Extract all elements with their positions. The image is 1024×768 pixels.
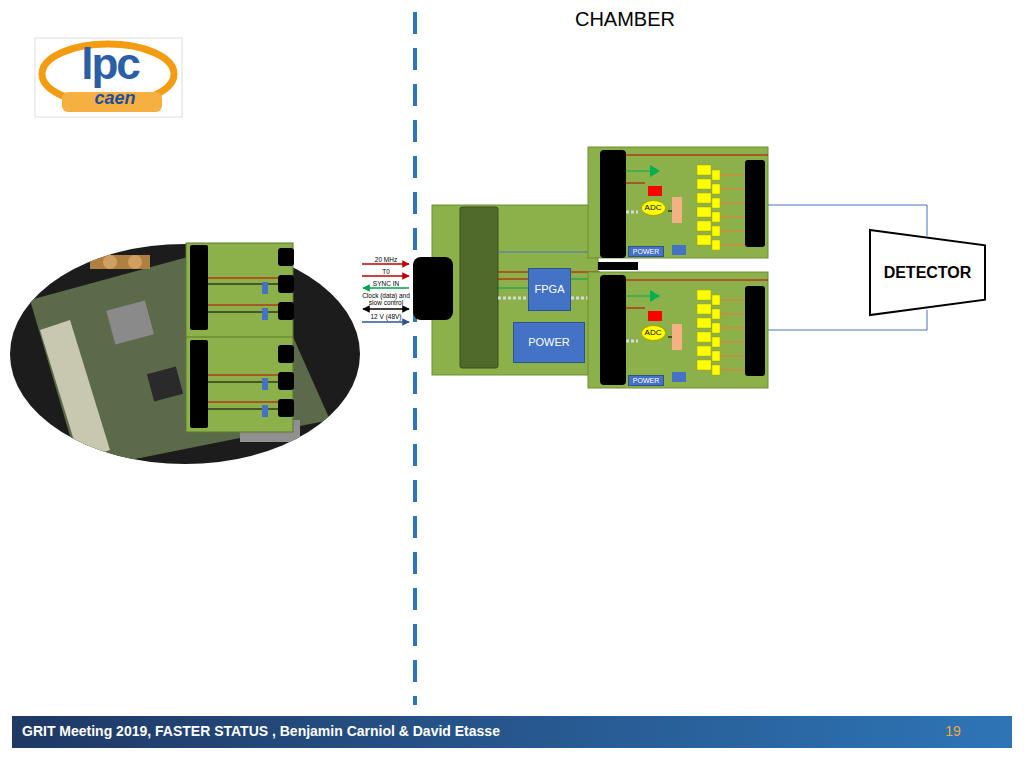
adc-board: [588, 147, 768, 258]
adc-board: [588, 272, 768, 388]
adc-circle: ADC: [641, 200, 666, 216]
logo-text: caen: [70, 89, 160, 109]
node-text: ADC: [645, 329, 662, 338]
footer-text: GRIT Meeting 2019, FASTER STATUS , Benja…: [22, 724, 842, 739]
chamber-boundary: [413, 12, 417, 705]
page-number: 19: [925, 724, 981, 739]
adc-circle: ADC: [641, 325, 666, 341]
detector-wire: [768, 310, 927, 330]
signal-name: 12 V (48V): [360, 313, 412, 320]
power-box: POWER: [628, 375, 664, 386]
signal-name: T0: [360, 268, 412, 275]
node-text: POWER: [528, 336, 570, 348]
power-box: POWER: [513, 322, 585, 363]
back-end-card: [186, 243, 294, 432]
fpga-box: FPGA: [528, 268, 571, 311]
signal-name: SYNC IN: [360, 280, 412, 287]
logo-text: lpc: [55, 40, 165, 88]
card-photo: [10, 240, 360, 470]
node-text: POWER: [633, 377, 659, 385]
node-text: DETECTOR: [884, 264, 972, 282]
region-label: CHAMBER: [520, 8, 730, 30]
signal-name: 20 MHz: [360, 256, 412, 263]
logo: [35, 38, 182, 117]
signal-name: Clock (data) and slow control: [360, 292, 412, 306]
detector-wire: [768, 205, 927, 236]
power-box: POWER: [628, 246, 664, 257]
footer-bar: [12, 716, 1012, 748]
node-text: POWER: [633, 248, 659, 256]
detector-box: DETECTOR: [870, 230, 985, 315]
node-text: ADC: [645, 204, 662, 213]
node-text: FPGA: [535, 283, 565, 295]
